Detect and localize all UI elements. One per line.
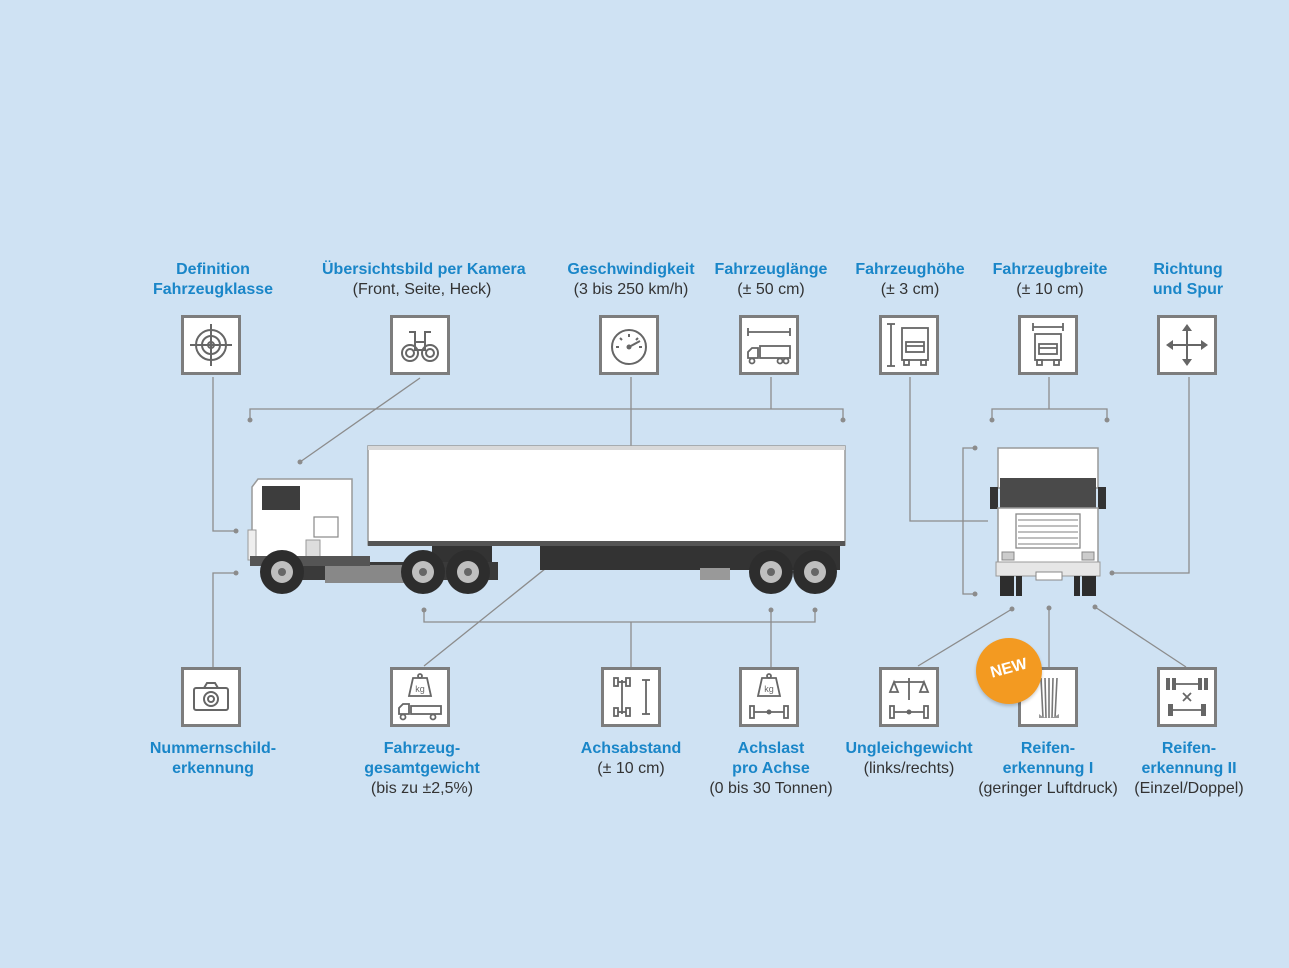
label-title: Reifen- xyxy=(1161,740,1217,757)
truck-height-icon xyxy=(879,315,939,375)
direction-arrows-icon xyxy=(1157,315,1217,375)
weight-truck-icon: kg xyxy=(390,667,450,727)
truck-width-icon xyxy=(1018,315,1078,375)
label-sub: (Front, Seite, Heck) xyxy=(352,281,492,298)
label-sub: (bis zu ±2,5%) xyxy=(370,780,474,797)
new-badge-text: NEW xyxy=(988,655,1030,682)
label-fahrzeugklasse: Definition Fahrzeugklasse xyxy=(118,260,308,300)
truck-front-view xyxy=(990,447,1106,596)
label-geschwindigkeit: Geschwindigkeit (3 bis 250 km/h) xyxy=(536,260,726,300)
label-title: gesamtgewicht xyxy=(364,760,480,777)
label-title: Fahrzeug- xyxy=(383,740,461,757)
label-reifen-2: Reifen- erkennung II (Einzel/Doppel) xyxy=(1094,739,1284,799)
label-sub: (± 10 cm) xyxy=(1016,281,1084,298)
label-achsabstand: Achsabstand (± 10 cm) xyxy=(536,739,726,779)
label-fahrzeuglaenge: Fahrzeuglänge (± 50 cm) xyxy=(676,260,866,300)
label-sub: (3 bis 250 km/h) xyxy=(573,281,689,298)
crosshair-icon xyxy=(181,315,241,375)
label-title: und Spur xyxy=(1152,281,1224,298)
label-fahrzeugbreite: Fahrzeugbreite (± 10 cm) xyxy=(955,260,1145,300)
label-sub: (± 10 cm) xyxy=(597,760,665,777)
label-sub: (geringer Luftdruck) xyxy=(978,780,1118,797)
label-title: Reifen- xyxy=(1020,740,1076,757)
svg-text:kg: kg xyxy=(415,684,425,694)
label-title: erkennung xyxy=(172,760,254,777)
label-reifen-1: Reifen- erkennung I (geringer Luftdruck) xyxy=(953,739,1143,799)
balance-scale-icon xyxy=(879,667,939,727)
truck-side-view xyxy=(247,445,846,594)
label-title: Ungleichgewicht xyxy=(845,740,973,757)
label-ungleichgewicht: Ungleichgewicht (links/rechts) xyxy=(814,739,1004,779)
binoculars-icon xyxy=(390,315,450,375)
label-achslast: Achslast pro Achse (0 bis 30 Tonnen) xyxy=(676,739,866,799)
label-title: Nummernschild- xyxy=(149,740,277,757)
label-sub: (links/rechts) xyxy=(863,760,955,777)
svg-text:kg: kg xyxy=(764,684,774,694)
axle-distance-icon xyxy=(601,667,661,727)
label-fahrzeughoehe: Fahrzeughöhe (± 3 cm) xyxy=(815,260,1005,300)
label-sub: (Einzel/Doppel) xyxy=(1134,780,1244,797)
label-sub: (0 bis 30 Tonnen) xyxy=(709,780,833,797)
label-title: Fahrzeuglänge xyxy=(714,261,828,278)
label-title: Definition xyxy=(176,261,250,278)
label-nummernschild: Nummernschild- erkennung xyxy=(118,739,308,779)
truck-length-icon xyxy=(739,315,799,375)
label-title: pro Achse xyxy=(732,760,810,777)
label-title: erkennung I xyxy=(1002,760,1094,777)
label-title: Geschwindigkeit xyxy=(567,261,695,278)
label-title: erkennung II xyxy=(1141,760,1237,777)
label-title: Fahrzeughöhe xyxy=(855,261,965,278)
label-kamera: Übersichtsbild per Kamera (Front, Seite,… xyxy=(322,260,526,300)
label-title: Achsabstand xyxy=(580,740,682,757)
label-gesamtgewicht: Fahrzeug- gesamtgewicht (bis zu ±2,5%) xyxy=(327,739,517,799)
label-title: Fahrzeugbreite xyxy=(992,261,1108,278)
twin-tire-icon xyxy=(1157,667,1217,727)
label-richtung: Richtung und Spur xyxy=(1093,260,1283,300)
label-title: Richtung xyxy=(1153,261,1223,278)
label-sub: (± 3 cm) xyxy=(880,281,940,298)
label-title: Fahrzeugklasse xyxy=(152,281,274,298)
label-title: Übersichtsbild per Kamera xyxy=(322,261,526,278)
camera-icon xyxy=(181,667,241,727)
axle-weight-icon: kg xyxy=(739,667,799,727)
speedometer-icon xyxy=(599,315,659,375)
new-badge: NEW xyxy=(976,638,1042,704)
label-sub: (± 50 cm) xyxy=(737,281,805,298)
label-title: Achslast xyxy=(737,740,805,757)
